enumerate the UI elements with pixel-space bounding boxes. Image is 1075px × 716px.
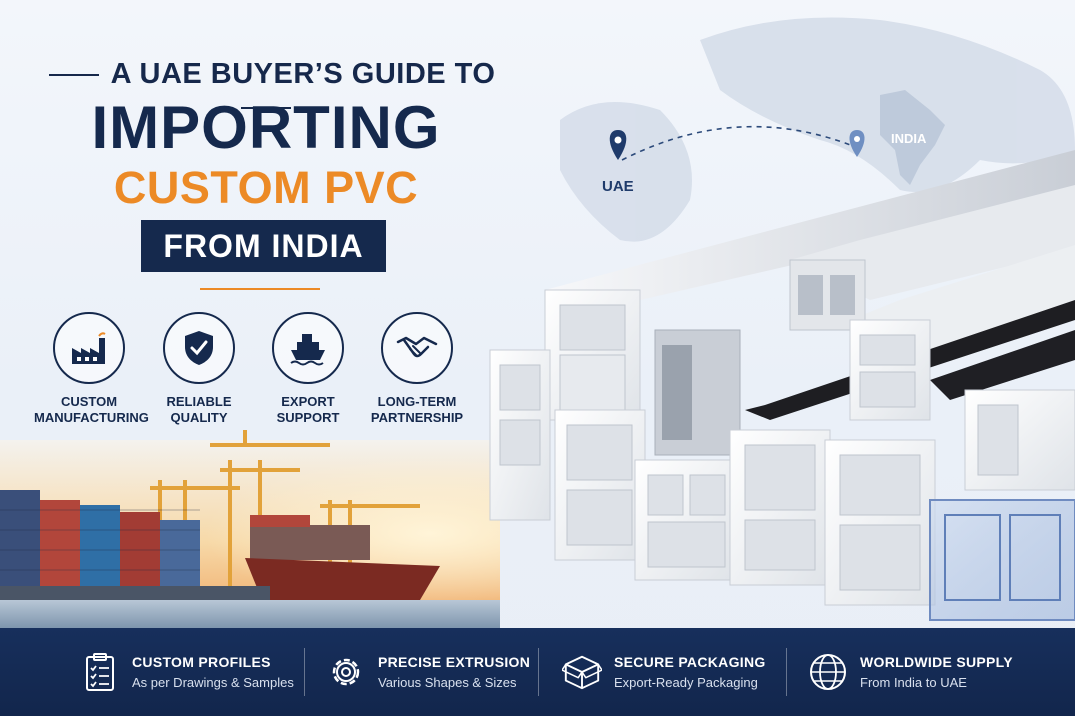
eyebrow-rule-left [48,74,99,77]
clipboard-checklist-icon [86,653,114,691]
bottom-item-custom-profiles: CUSTOM PROFILES As per Drawings & Sample… [80,628,294,716]
bottom-item-title: WORLDWIDE SUPPLY [860,654,1013,670]
gear-icon [332,658,360,686]
feature-line1: LONG-TERM [377,394,457,409]
port-scene [0,430,500,628]
feature-line2: SUPPORT [276,410,340,425]
title-line-1: IMPORTING [91,94,441,161]
feature-line2: PARTNERSHIP [370,410,464,425]
box-icon [562,655,602,690]
shield-check-icon [185,331,213,365]
bottom-divider [786,648,787,696]
bottom-item-worldwide-supply: WORLDWIDE SUPPLY From India to UAE [808,628,1013,716]
orange-divider [200,288,320,290]
bottom-item-secure-packaging: SECURE PACKAGING Export-Ready Packaging [562,628,766,716]
feature-line1: CUSTOM [60,394,118,409]
map-destination-label: INDIA [891,131,927,146]
feature-line1: RELIABLE [166,394,232,409]
feature-line2: QUALITY [170,410,228,425]
world-map [560,17,1075,242]
bottom-item-subtitle: Various Shapes & Sizes [378,675,517,690]
uae-pin-icon [609,130,627,160]
feature-icon-circle [272,312,344,384]
container-stacks [0,490,370,590]
bottom-item-subtitle: As per Drawings & Samples [132,675,294,690]
bottom-item-title: SECURE PACKAGING [614,654,766,670]
handshake-icon [396,336,438,358]
eyebrow-rule-right [241,107,291,110]
map-origin-label: UAE [602,178,634,195]
bottom-divider [304,648,305,696]
bottom-item-title: CUSTOM PROFILES [132,654,271,670]
feature-line1: EXPORT [281,394,335,409]
background-scene [0,17,1075,628]
route-line [621,125,859,161]
factory-icon [72,332,106,364]
pvc-profiles [489,150,1075,621]
feature-icon-circle [381,312,453,384]
globe-icon [810,654,846,690]
eyebrow-heading: A UAE BUYER’S GUIDE TO [36,58,496,124]
ship-icon [290,334,325,366]
bottom-item-precise-extrusion: PRECISE EXTRUSION Various Shapes & Sizes [326,628,530,716]
eyebrow-text: A UAE BUYER’S GUIDE TO [110,58,496,90]
from-india-banner: FROM INDIA [141,220,386,272]
cargo-ship [245,558,440,600]
bottom-item-subtitle: Export-Ready Packaging [614,675,758,690]
bottom-feature-bar [0,628,1075,716]
bottom-divider [538,648,539,696]
india-pin-icon [849,130,865,157]
feature-icon-circle [163,312,235,384]
feature-line2: MANUFACTURING [34,410,149,425]
bottom-item-title: PRECISE EXTRUSION [378,654,531,670]
bottom-item-subtitle: From India to UAE [860,675,967,690]
feature-icon-circle [53,312,125,384]
